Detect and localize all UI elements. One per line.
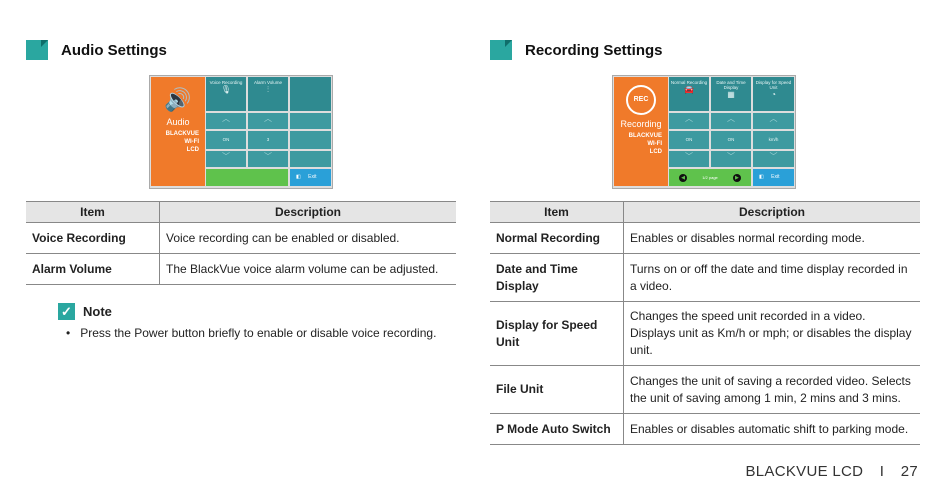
recording-device-screen: REC Recording BLACKVUE WI-FI LCD Normal … [612,75,796,189]
audio-device-screen: 🔊 Audio BLACKVUE WI-FI LCD Voice Recordi… [149,75,333,189]
recording-settings-heading: Recording Settings [490,40,663,60]
table-row: File Unit Changes the unit of saving a r… [490,365,920,414]
speaker-icon: 🔊 [164,87,192,112]
table-row: Display for Speed Unit Changes the speed… [490,301,920,366]
normal-up-cell: ︿ [669,113,709,129]
checkmark-icon: ✓ [58,303,75,320]
table-header-description: Description [159,201,456,223]
audio-settings-table: Item Description Voice Recording Voice r… [26,201,456,285]
normal-recording-header-cell: Normal Recording 🚘 [669,77,709,111]
device-label: Audio [166,117,190,127]
note-heading: ✓ Note [58,303,436,320]
car-icon: 🚘 [684,85,694,94]
exit-icon: ◧ [759,174,764,180]
table-row: Voice Recording Voice recording can be e… [26,222,456,254]
chevron-up-icon: ︿ [727,114,735,123]
empty-header-cell [290,77,331,111]
page-nav-bar: ◀ 1/2 page ▶ [669,169,751,186]
speed-value-cell: km/h [753,131,794,149]
chevron-down-icon: ﹀ [222,152,230,161]
table-row: Date and Time Display Turns on or off th… [490,253,920,302]
recording-settings-table: Item Description Normal Recording Enable… [490,201,920,445]
rec-badge-icon: REC [626,85,656,115]
table-header-item: Item [26,201,160,223]
section-tab-icon [490,40,512,60]
note-item: •Press the Power button briefly to enabl… [66,326,437,340]
datetime-down-cell: ﹀ [711,151,751,167]
exit-button: ◧ Exit [753,169,794,186]
chevron-up-icon: ︿ [222,114,230,123]
device-label: Recording [620,119,662,129]
next-page-icon: ▶ [732,173,741,182]
footer-brand: BLACKVUE LCD [745,463,864,480]
empty-cell [290,151,331,167]
chevron-down-icon: ﹀ [264,152,272,161]
speed-unit-header-cell: Display for Speed Unit ◔ [753,77,794,111]
bullet-icon: • [66,326,71,340]
equalizer-icon: ⫶ [267,85,269,94]
exit-button: ◧ Exit [290,169,331,186]
table-header-item: Item [490,201,624,223]
voice-value-cell: ON [206,131,246,149]
volume-down-cell: ﹀ [248,151,288,167]
microphone-icon: 🎙 [220,85,232,94]
alarm-volume-header-cell: Alarm Volume ⫶ [248,77,288,111]
green-bar [206,169,288,186]
chevron-up-icon: ︿ [769,114,778,123]
speed-down-cell: ﹀ [753,151,794,167]
page-footer: BLACKVUE LCD I 27 [745,463,918,480]
voice-recording-header-cell: Voice Recording 🎙 [206,77,246,111]
footer-separator: I [879,463,885,480]
datetime-up-cell: ︿ [711,113,751,129]
empty-cell [290,113,331,129]
speedometer-icon: ◔ [771,90,776,99]
normal-value-cell: ON [669,131,709,149]
audio-settings-heading: Audio Settings [26,40,167,60]
note-box: ✓ Note •Press the Power button briefly t… [58,303,436,340]
chevron-up-icon: ︿ [264,114,272,123]
recording-device-left-panel: REC Recording BLACKVUE WI-FI LCD [614,77,668,186]
table-header-description: Description [623,201,920,223]
table-row: P Mode Auto Switch Enables or disables a… [490,413,920,445]
chevron-down-icon: ﹀ [727,152,735,161]
page-number: 27 [900,463,918,480]
audio-settings-title: Audio Settings [61,41,167,59]
chevron-up-icon: ︿ [685,114,693,123]
chevron-down-icon: ﹀ [685,152,693,161]
volume-value-cell: 3 [248,131,288,149]
volume-up-cell: ︿ [248,113,288,129]
audio-device-left-panel: 🔊 Audio BLACKVUE WI-FI LCD [151,77,205,186]
section-tab-icon [26,40,48,60]
voice-up-cell: ︿ [206,113,246,129]
voice-down-cell: ﹀ [206,151,246,167]
empty-cell [290,131,331,149]
date-time-header-cell: Date and Time Display ▦ [711,77,751,111]
device-brand: BLACKVUE WI-FI LCD [628,133,662,155]
prev-page-icon: ◀ [679,173,688,182]
calendar-icon: ▦ [727,90,735,99]
recording-settings-title: Recording Settings [525,41,663,59]
datetime-value-cell: ON [711,131,751,149]
device-brand: BLACKVUE WI-FI LCD [165,131,199,153]
exit-icon: ◧ [296,174,301,180]
audio-device-grid: Voice Recording 🎙 Alarm Volume ⫶ ︿ ︿ ON … [206,77,331,186]
normal-down-cell: ﹀ [669,151,709,167]
table-row: Normal Recording Enables or disables nor… [490,222,920,254]
table-row: Alarm Volume The BlackVue voice alarm vo… [26,253,456,285]
speed-up-cell: ︿ [753,113,794,129]
recording-device-grid: Normal Recording 🚘 Date and Time Display… [669,77,794,186]
chevron-down-icon: ﹀ [769,152,778,161]
